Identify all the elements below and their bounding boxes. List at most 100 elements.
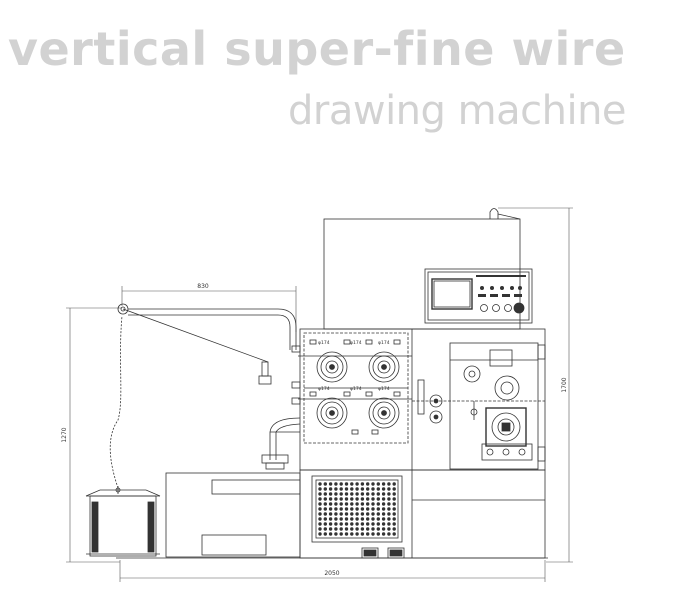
vent-hole <box>371 497 375 501</box>
vent-hole <box>360 517 365 521</box>
vent-hole <box>360 527 365 531</box>
capstan-label: φ174 <box>318 386 330 392</box>
vent-hole <box>344 532 349 536</box>
capstan-upper-right <box>368 351 400 383</box>
vent-hole <box>371 482 375 486</box>
vent-hole <box>392 517 396 521</box>
vent-hole <box>334 517 338 521</box>
vent-hole <box>371 492 375 496</box>
vent-hole <box>318 522 322 526</box>
vent-hole <box>366 492 370 496</box>
dim-top-width: 830 <box>197 283 209 290</box>
capstan-label: φ174 <box>350 340 362 346</box>
vent-hole <box>392 522 396 526</box>
vent-hole <box>339 482 343 486</box>
vent-hole <box>339 512 343 516</box>
vent-hole <box>381 512 386 516</box>
vent-hole <box>318 492 322 496</box>
vent-hole <box>334 527 338 531</box>
vent-hole <box>334 482 338 486</box>
vent-hole <box>355 512 359 516</box>
vent-hole <box>381 527 386 531</box>
vent-hole <box>371 507 375 511</box>
dim-left-height: 1270 <box>61 427 68 442</box>
vent-hole <box>355 487 359 491</box>
vent-hole <box>350 522 354 526</box>
vent-hole <box>387 502 391 506</box>
vent-hole <box>350 502 354 506</box>
vent-hole <box>344 487 349 491</box>
vent-hole <box>318 502 322 506</box>
vent-hole <box>328 492 333 496</box>
vent-hole <box>392 507 396 511</box>
vent-hole <box>339 492 343 496</box>
vent-hole <box>339 532 343 536</box>
vent-hole <box>376 502 380 506</box>
vent-hole <box>376 532 380 536</box>
vent-hole <box>323 527 327 531</box>
vent-hole <box>392 512 396 516</box>
vent-hole <box>318 517 322 521</box>
vent-hole <box>366 512 370 516</box>
vent-hole <box>392 532 396 536</box>
vent-hole <box>344 522 349 526</box>
vent-hole <box>376 517 380 521</box>
vent-hole <box>328 482 333 486</box>
vent-hole <box>376 522 380 526</box>
vent-hole <box>350 527 354 531</box>
vent-hole <box>355 507 359 511</box>
vent-hole <box>328 502 333 506</box>
vent-hole <box>339 507 343 511</box>
vent-hole <box>323 482 327 486</box>
vent-hole <box>328 522 333 526</box>
vent-hole <box>318 507 322 511</box>
capstan-label: φ174 <box>378 386 390 392</box>
vent-hole <box>350 512 354 516</box>
vent-hole <box>387 482 391 486</box>
vent-hole <box>355 527 359 531</box>
vent-hole <box>323 522 327 526</box>
vent-hole <box>360 532 365 536</box>
vent-hole <box>381 487 386 491</box>
vent-hole <box>334 502 338 506</box>
vent-hole <box>371 527 375 531</box>
vent-hole <box>371 522 375 526</box>
vent-hole <box>323 492 327 496</box>
vent-hole <box>387 497 391 501</box>
vent-hole <box>366 507 370 511</box>
vent-hole <box>344 507 349 511</box>
vent-hole <box>323 507 327 511</box>
vent-hole <box>360 507 365 511</box>
vent-hole <box>376 482 380 486</box>
vent-hole <box>360 487 365 491</box>
vent-hole <box>371 517 375 521</box>
vent-hole <box>376 527 380 531</box>
vent-hole <box>323 497 327 501</box>
vent-hole <box>387 522 391 526</box>
vent-hole <box>318 482 322 486</box>
vent-hole <box>344 492 349 496</box>
vent-hole <box>366 522 370 526</box>
vent-hole <box>323 532 327 536</box>
wire-guide-boom <box>109 303 297 489</box>
vent-hole <box>381 502 386 506</box>
vent-hole <box>318 532 322 536</box>
vent-hole <box>339 517 343 521</box>
vent-hole <box>376 497 380 501</box>
dimension-lines <box>66 207 573 582</box>
vent-hole <box>392 527 396 531</box>
vent-hole <box>355 502 359 506</box>
vent-hole <box>355 482 359 486</box>
vent-hole <box>392 497 396 501</box>
vent-hole <box>334 507 338 511</box>
vent-hole <box>366 532 370 536</box>
capstan-lower-left <box>316 397 348 429</box>
vent-hole <box>328 512 333 516</box>
vent-hole <box>323 502 327 506</box>
payoff-spool <box>85 486 161 557</box>
vent-hole <box>355 522 359 526</box>
vent-hole <box>381 507 386 511</box>
vent-hole <box>350 487 354 491</box>
vent-hole <box>371 512 375 516</box>
